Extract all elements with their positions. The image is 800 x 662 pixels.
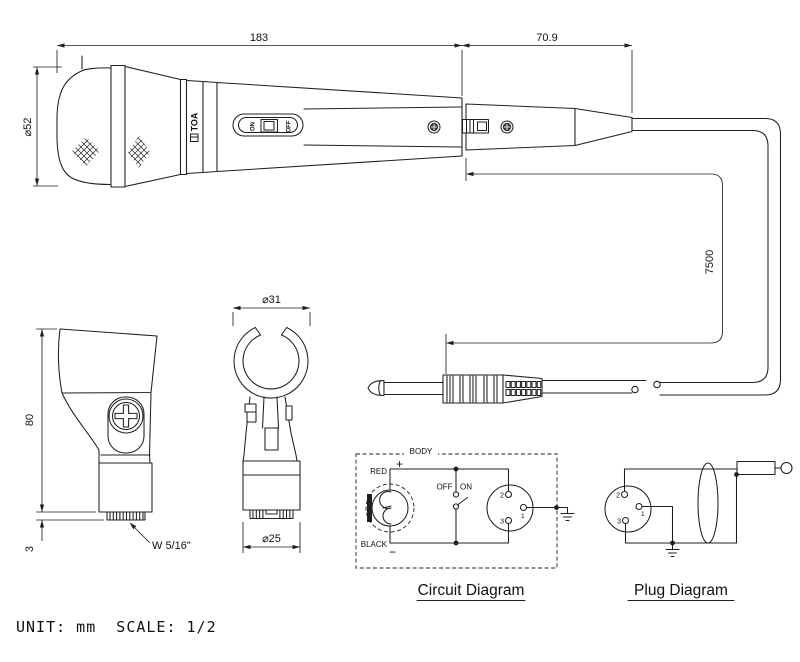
brand-logo-text: TOA: [190, 112, 200, 131]
holder-cup: [57, 328, 158, 394]
mic-head: [56, 67, 112, 186]
clip-ring: [233, 326, 309, 399]
switch-off-label: OFF: [287, 120, 293, 132]
circuit-on-label: ON: [460, 483, 472, 492]
mic-cone: [124, 65, 182, 188]
dim-clip-base-diameter: ⌀25: [262, 533, 281, 545]
plug-tip-symbol: [780, 461, 793, 475]
plug-pin1-label: 1: [641, 511, 645, 518]
cable-break-symbol: [631, 385, 639, 394]
clip-base-cylinder: [242, 460, 301, 511]
brand-logo-mark: [189, 133, 199, 143]
circuit-body-label: BODY: [410, 447, 433, 456]
mic-clip-front-view: ⌀31 ⌀25: [232, 294, 311, 553]
dim-clip-ring-diameter: ⌀31: [262, 294, 281, 306]
plug-pin3-label: 3: [617, 519, 621, 526]
cable-break-symbol-2: [653, 380, 661, 389]
cable-shield-ellipse: [697, 462, 719, 544]
ground-symbol: [560, 506, 575, 522]
clip-side-bolt: [244, 403, 257, 413]
circuit-off-label: OFF: [437, 483, 453, 492]
circuit-plus: +: [396, 457, 403, 471]
dim-body-length: 183: [250, 32, 268, 44]
unit-scale-note: UNIT: mm SCALE: 1/2: [16, 618, 217, 636]
plug-ground-symbol: [665, 542, 680, 558]
cable-run: [542, 117, 782, 396]
holder-thread-spec: W 5/16": [152, 540, 191, 552]
plug-xlr: [604, 485, 652, 533]
dim-connector-length: 70.9: [536, 32, 557, 44]
circuit-pin1-label: 1: [521, 513, 525, 520]
cable-length-dimension: 7500: [445, 158, 723, 374]
holder-thread: [106, 511, 146, 521]
phone-plug: [367, 374, 543, 404]
plug-knurl: [505, 380, 542, 397]
microphone-side-view: TOA ON OFF: [56, 55, 633, 188]
connector-screw: [500, 120, 514, 134]
dim-holder-height: 80: [24, 414, 36, 426]
connector-latch: [461, 118, 490, 134]
circuit-pin2-label: 2: [500, 493, 504, 500]
plug-diagram-title: Plug Diagram: [634, 582, 728, 599]
handle-screw: [427, 120, 441, 134]
mic-grille-mesh: [72, 137, 100, 166]
dim-head-diameter: ⌀52: [22, 118, 34, 137]
circuit-diagram-title: Circuit Diagram: [418, 582, 525, 599]
plug-tip: [367, 379, 385, 397]
circuit-pin3-label: 3: [500, 519, 504, 526]
clip-thread: [249, 509, 294, 520]
switch-on-label: ON: [251, 122, 257, 131]
mic-holder-side-view: 80 3 W 5/16": [24, 328, 191, 552]
circuit-black-label: BLACK: [361, 540, 388, 549]
holder-pivot-screw: [108, 398, 144, 434]
plug-diagram: 2 3 1 Plug Diagram: [604, 460, 793, 602]
mic-head-ring: [110, 64, 126, 188]
circuit-diagram: BODY OFF ON RED + BLACK − 2 3 1: [355, 446, 575, 602]
plug-shaft: [383, 381, 444, 396]
dim-cable-length: 7500: [704, 250, 716, 274]
plug-sleeve-symbol: [736, 460, 776, 476]
circuit-body-outline: [355, 453, 558, 569]
power-switch: [260, 118, 279, 133]
plug-pin2-label: 2: [616, 493, 620, 500]
mic-grille-mesh-2: [128, 136, 150, 168]
circuit-minus: −: [389, 545, 396, 559]
dim-thread-length: 3: [24, 546, 36, 552]
circuit-red-label: RED: [370, 467, 387, 476]
top-dimensions: 183 70.9 ⌀52: [22, 32, 633, 187]
holder-base-cylinder: [98, 462, 153, 513]
